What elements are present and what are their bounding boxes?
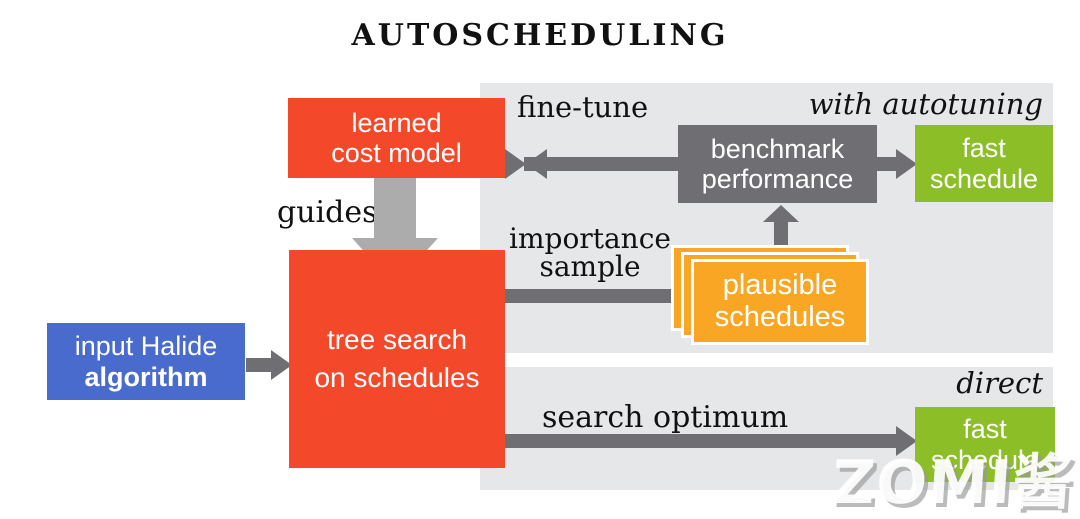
input-algorithm-line2: algorithm — [84, 361, 208, 392]
fast-schedule-autotuning-line2: schedule — [929, 163, 1039, 194]
arrow-plausible-to-benchmark — [763, 205, 799, 248]
fast-schedule-direct-line1: fast — [963, 414, 1007, 445]
arrow-head-left — [505, 149, 547, 179]
arrow-shaft — [875, 157, 898, 171]
arrow-tree-search-to-plausible — [505, 281, 693, 311]
tree-search-line2: on schedules — [314, 362, 480, 393]
zomi-watermark: ZOMI酱 — [829, 448, 1077, 518]
arrow-head-up — [763, 205, 799, 222]
arrow-shaft — [505, 289, 674, 303]
importance-sample-label-line2: sample — [539, 250, 641, 283]
with-autotuning-label: with autotuning — [808, 87, 1043, 121]
arrow-benchmark-to-cost-model — [505, 149, 680, 179]
input-halide-algorithm-box: input Halide algorithm — [47, 323, 245, 400]
arrow-shaft — [505, 434, 898, 448]
fast-schedule-direct-box: fast schedule — [915, 407, 1055, 482]
tree-search-box: tree search on schedules — [289, 250, 505, 468]
search-optimum-label: search optimum — [542, 400, 789, 435]
diagram-title: AUTOSCHEDULING — [351, 18, 729, 53]
learned-cost-model-line1: learned — [351, 107, 442, 138]
tree-search-line1: tree search — [326, 324, 468, 356]
plausible-schedules-box: plausible schedules — [691, 259, 869, 345]
arrow-input-to-tree-search — [246, 350, 292, 380]
benchmark-performance-box: benchmark performance — [678, 125, 877, 203]
benchmark-line2: performance — [701, 164, 854, 194]
guides-label: guides — [277, 195, 378, 230]
fine-tune-label: fine-tune — [517, 90, 649, 124]
arrow-shaft — [774, 221, 788, 248]
arrow-tree-search-to-fast-schedule — [505, 426, 917, 456]
importance-sample-label-line1: importance — [509, 222, 671, 255]
arrow-head-right — [896, 149, 917, 179]
fast-schedule-autotuning-line1: fast — [962, 133, 1006, 164]
arrow-shaft — [246, 358, 273, 372]
importance-sample-label: importance sample — [498, 225, 682, 281]
fast-schedule-autotuning-box: fast schedule — [915, 125, 1053, 202]
direct-label: direct — [956, 366, 1043, 400]
arrow-head-right — [896, 426, 917, 456]
arrow-shaft — [524, 157, 680, 171]
plausible-schedules-line2: schedules — [714, 301, 846, 333]
arrow-shaft — [374, 178, 416, 239]
fast-schedule-direct-line2: schedule — [930, 444, 1040, 475]
benchmark-line1: benchmark — [710, 133, 845, 164]
plausible-schedules-line1: plausible — [722, 269, 838, 302]
learned-cost-model-box: learned cost model — [288, 98, 505, 178]
arrow-benchmark-to-fast-schedule — [875, 149, 917, 179]
learned-cost-model-line2: cost model — [331, 138, 462, 168]
input-algorithm-line1: input Halide — [74, 331, 218, 362]
arrow-head-right — [271, 350, 292, 380]
